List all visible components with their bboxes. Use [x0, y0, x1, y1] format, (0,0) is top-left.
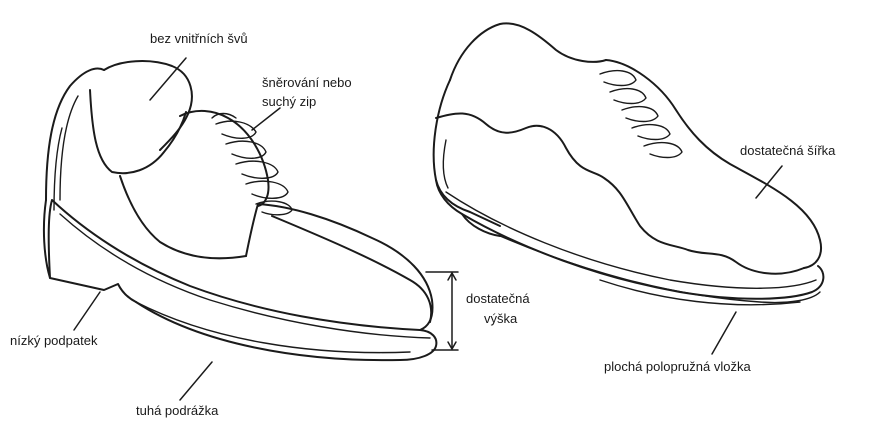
label-sufficient-height-line1: dostatečná — [466, 290, 530, 307]
label-no-inner-seams: bez vnitřních švů — [150, 30, 248, 47]
left-shoe — [44, 61, 436, 360]
right-shoe-wavy-line — [436, 113, 804, 273]
label-low-heel: nízký podpatek — [10, 332, 97, 349]
leader-insole — [712, 312, 736, 354]
label-sufficient-height-line2: výška — [484, 310, 517, 327]
label-sufficient-width: dostatečná šířka — [740, 142, 835, 159]
left-shoe-lining — [90, 90, 186, 173]
right-shoe-collar — [450, 23, 606, 80]
label-lacing-line2: suchý zip — [262, 93, 316, 110]
right-shoe-laces — [600, 71, 682, 158]
label-stiff-sole: tuhá podrážka — [136, 402, 218, 419]
left-shoe-sole — [49, 200, 437, 360]
leader-low-heel — [74, 292, 100, 330]
label-flat-insole: plochá polopružná vložka — [604, 358, 751, 375]
leader-width — [756, 166, 782, 198]
left-shoe-laces — [212, 114, 292, 215]
right-shoe — [434, 23, 824, 304]
left-shoe-heel — [44, 200, 136, 302]
left-shoe-collar — [104, 61, 192, 150]
leader-stiff-sole — [180, 362, 212, 400]
leader-lacing — [252, 108, 280, 130]
label-lacing-line1: šněrování nebo — [262, 74, 352, 91]
